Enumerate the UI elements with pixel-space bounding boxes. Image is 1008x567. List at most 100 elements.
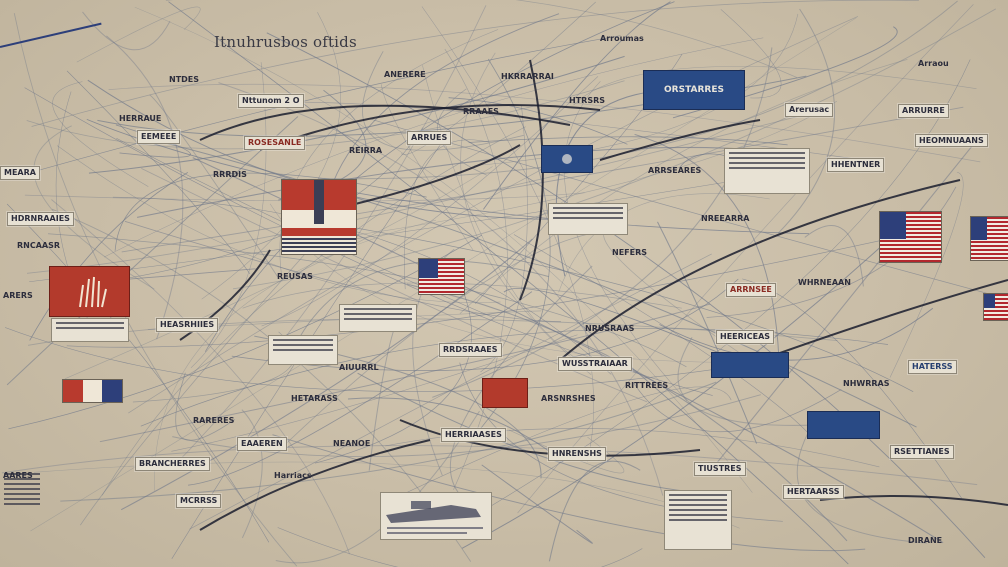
ship-icon bbox=[711, 352, 789, 378]
connector-line bbox=[399, 386, 732, 497]
connector-line bbox=[314, 292, 472, 464]
connector-line bbox=[573, 66, 977, 106]
seal-icon bbox=[807, 411, 880, 439]
node-label: ARRUES bbox=[407, 131, 452, 145]
primary-connector-line bbox=[559, 179, 961, 361]
node-label: NTDES bbox=[169, 75, 200, 84]
connector-line bbox=[171, 131, 450, 559]
connector-line bbox=[778, 8, 835, 234]
node-label: ARERS bbox=[3, 291, 33, 300]
connector-line bbox=[558, 193, 770, 293]
node-label: HEERICEAS bbox=[716, 330, 775, 344]
connector-line bbox=[325, 13, 560, 203]
connector-line bbox=[171, 334, 578, 452]
us-flag-icon bbox=[418, 258, 465, 295]
node-label: HERRAUE bbox=[119, 114, 162, 123]
node-label: HTRSRS bbox=[569, 96, 605, 105]
node-label: ARRURRE bbox=[898, 104, 949, 118]
primary-connector-line bbox=[259, 104, 601, 151]
node-label: HERTAARSS bbox=[783, 485, 844, 499]
connector-line bbox=[88, 55, 625, 174]
us-flag-icon bbox=[879, 211, 942, 263]
connector-line bbox=[277, 527, 643, 567]
node-label: RSETTIANES bbox=[890, 445, 954, 459]
connector-line bbox=[448, 97, 628, 145]
node-label: NHWRRAS bbox=[843, 379, 890, 388]
connector-line bbox=[468, 136, 788, 146]
connector-line bbox=[303, 218, 914, 393]
node-label: Arroumas bbox=[600, 34, 644, 43]
connector-line bbox=[51, 199, 350, 555]
connector-line bbox=[444, 48, 508, 490]
node-label: Harriacs bbox=[274, 471, 312, 480]
node-label: RITTREES bbox=[625, 381, 669, 390]
connector-line bbox=[460, 52, 592, 376]
node-label: HNRENSHS bbox=[548, 447, 606, 461]
primary-connector-line bbox=[199, 104, 571, 141]
node-label: Nttunom 2 O bbox=[238, 94, 304, 108]
connector-line bbox=[272, 434, 866, 552]
node-label: NEFERS bbox=[612, 248, 648, 257]
connector-line bbox=[347, 397, 564, 463]
document-icon bbox=[724, 148, 810, 194]
node-label: NREEARRA bbox=[701, 214, 750, 223]
connector-line bbox=[804, 225, 864, 287]
connector-line bbox=[657, 221, 758, 444]
node-label: WHRNEAAN bbox=[798, 278, 851, 287]
connector-line bbox=[796, 419, 928, 544]
connector-line bbox=[169, 5, 487, 470]
connector-line bbox=[503, 287, 775, 377]
ship-glyph bbox=[386, 501, 483, 534]
connector-line bbox=[29, 172, 189, 341]
connector-line bbox=[19, 35, 621, 177]
connector-line bbox=[241, 409, 263, 539]
connector-line bbox=[134, 6, 753, 493]
connector-line bbox=[154, 219, 437, 491]
connector-line bbox=[64, 166, 493, 380]
node-label: ANERERE bbox=[384, 70, 426, 79]
primary-connector-line bbox=[199, 439, 431, 531]
node-label: TIUSTRES bbox=[694, 462, 746, 476]
document-icon bbox=[664, 490, 732, 550]
connector-line bbox=[149, 94, 279, 278]
connector-line bbox=[710, 140, 977, 471]
node-label: ARRSEARES bbox=[648, 166, 702, 175]
connector-line bbox=[232, 8, 997, 290]
node-label: HDRNRAAIES bbox=[7, 212, 74, 226]
connector-line bbox=[279, 29, 499, 277]
node-label: RARERES bbox=[193, 416, 235, 425]
connector-line bbox=[633, 382, 842, 433]
connector-line bbox=[52, 81, 149, 187]
connector-line bbox=[120, 238, 533, 511]
us-flag-icon bbox=[983, 293, 1008, 321]
marker-icon bbox=[62, 379, 123, 403]
connector-line bbox=[141, 167, 648, 403]
node-label: NEANOE bbox=[333, 439, 371, 448]
connector-line bbox=[720, 9, 782, 99]
hand-emblem-icon bbox=[49, 266, 130, 317]
node-label: NRUSRAAS bbox=[585, 324, 635, 333]
node-label: RRAAES bbox=[463, 107, 499, 116]
node-label: HEASRHIIES bbox=[156, 318, 219, 332]
node-label: RNCAASR bbox=[17, 241, 61, 250]
connector-line bbox=[79, 198, 355, 526]
node-label: HHENTNER bbox=[827, 158, 885, 172]
connector-line bbox=[421, 6, 594, 462]
connector-line bbox=[266, 32, 986, 558]
hand-glyph bbox=[79, 276, 107, 308]
connector-line bbox=[6, 203, 270, 543]
node-label: HERRIAASES bbox=[441, 428, 506, 442]
connector-line bbox=[488, 59, 971, 508]
connector-line bbox=[60, 381, 717, 502]
node-label: AIUURRL bbox=[339, 363, 379, 372]
diagram-title: Itnuhrusbos oftids bbox=[214, 33, 357, 51]
connector-line bbox=[106, 35, 184, 340]
connector-line bbox=[8, 234, 483, 430]
connector-line bbox=[659, 307, 934, 361]
primary-connector-line bbox=[329, 144, 521, 211]
node-label: ROSESANLE bbox=[244, 136, 306, 150]
document-icon bbox=[548, 203, 628, 235]
primary-connector-line bbox=[399, 419, 701, 457]
connector-line bbox=[231, 278, 739, 371]
